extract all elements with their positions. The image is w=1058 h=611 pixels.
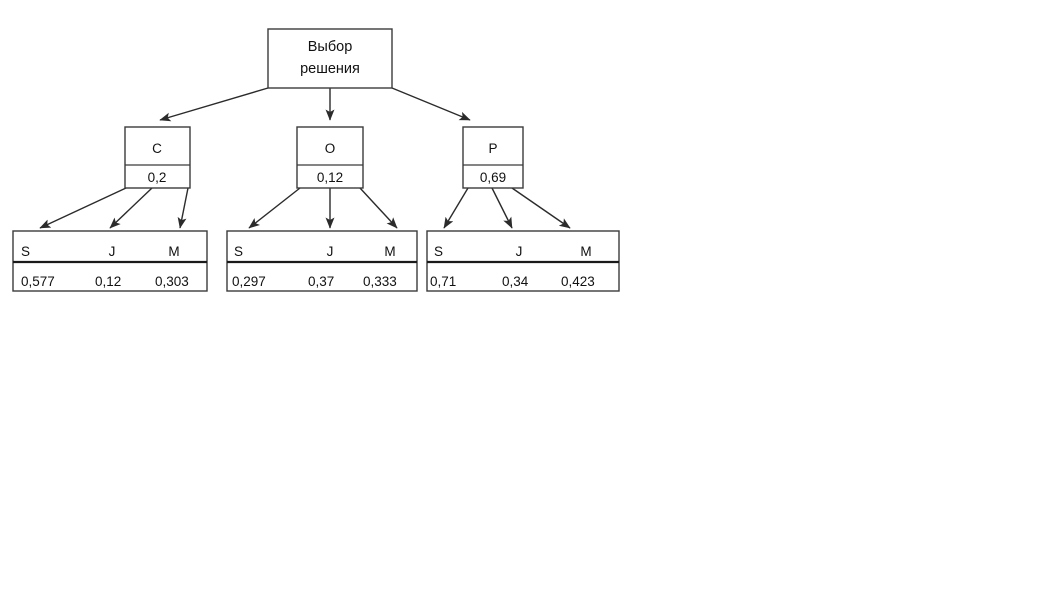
root-node-label-line2: решения (300, 61, 360, 77)
alternatives-table-c-header-m: M (168, 244, 179, 259)
alternatives-table-p-value-j: 0,34 (502, 274, 529, 289)
alternatives-table-o-header-s: S (234, 244, 243, 259)
connector-group-o-to-table (248, 187, 398, 229)
alternatives-table-p-header-j: J (516, 244, 523, 259)
alternatives-table-o-header-m: M (384, 244, 395, 259)
alternatives-table-c-value-s: 0,577 (21, 274, 55, 289)
alternatives-table-c: S J M 0,577 0,12 0,303 (12, 230, 208, 292)
criterion-node-o-name: O (325, 141, 336, 156)
connector-c-to-m (177, 187, 189, 229)
criterion-node-o-weight: 0,12 (317, 170, 343, 185)
connector-p-to-s (443, 187, 469, 229)
criterion-node-p-box (462, 126, 524, 189)
alternatives-table-p-header-m: M (580, 244, 591, 259)
criterion-node-c-name: C (152, 141, 162, 156)
connector-c-to-s (39, 187, 127, 229)
alternatives-table-c-value-j: 0,12 (95, 274, 121, 289)
criterion-node-o-box (296, 126, 364, 189)
alternatives-table-o-header-j: J (327, 244, 334, 259)
alternatives-table-c-header-s: S (21, 244, 30, 259)
criterion-node-p-weight: 0,69 (480, 170, 506, 185)
alternatives-table-c-header-j: J (109, 244, 116, 259)
alternatives-table-o-value-s: 0,297 (232, 274, 266, 289)
criterion-node-p-name: P (488, 141, 497, 156)
alternatives-table-p-value-m: 0,423 (561, 274, 595, 289)
connector-p-to-m (511, 187, 571, 229)
criterion-node-c[interactable]: C 0,2 (124, 126, 191, 189)
connector-group-root-to-criteria (159, 87, 471, 122)
connector-p-to-j (491, 187, 513, 229)
connector-root-to-c (159, 87, 269, 122)
connector-group-c-to-table (39, 187, 189, 229)
connector-o-to-m (359, 187, 398, 229)
alternatives-table-o-value-j: 0,37 (308, 274, 334, 289)
root-node-box (267, 28, 393, 89)
alternatives-table-o: S J M 0,297 0,37 0,333 (226, 230, 418, 292)
root-node-label-line1: Выбор (308, 39, 353, 55)
alternatives-table-p-header-s: S (434, 244, 443, 259)
root-node[interactable]: Выбор решения (267, 28, 393, 89)
alternatives-table-o-value-m: 0,333 (363, 274, 397, 289)
criterion-node-c-weight: 0,2 (148, 170, 167, 185)
alternatives-table-p-value-s: 0,71 (430, 274, 456, 289)
connector-c-to-j (109, 187, 153, 229)
connector-root-to-p (391, 87, 471, 121)
alternatives-table-p: S J M 0,71 0,34 0,423 (426, 230, 620, 292)
criterion-node-p[interactable]: P 0,69 (462, 126, 524, 189)
connector-o-to-s (248, 187, 301, 229)
criterion-node-c-box (124, 126, 191, 189)
criterion-node-o[interactable]: O 0,12 (296, 126, 364, 189)
connector-group-p-to-table (443, 187, 571, 229)
alternatives-table-c-value-m: 0,303 (155, 274, 189, 289)
